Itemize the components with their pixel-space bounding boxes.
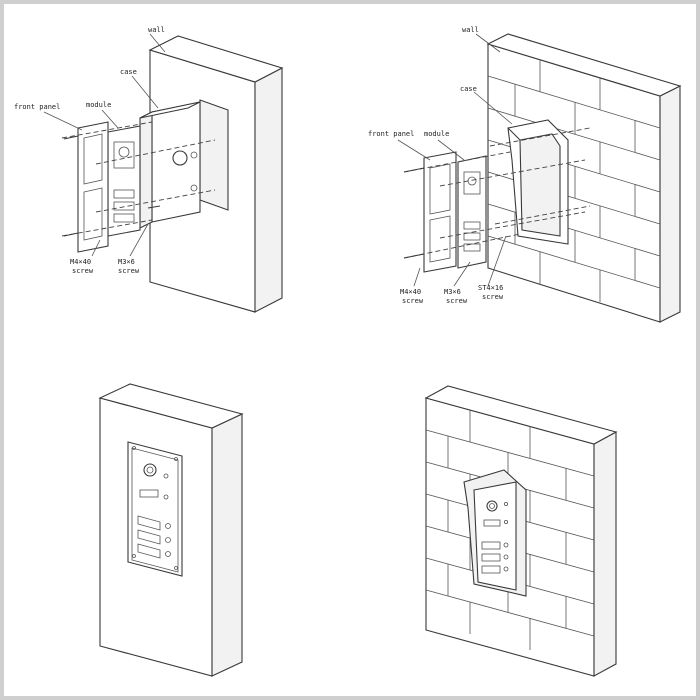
bl-wall-side — [211, 413, 243, 677]
tl-module — [107, 125, 141, 237]
tl-wall-side — [254, 67, 283, 313]
tl-label-screw-a: screw — [72, 267, 94, 275]
tr-label-front-panel: front panel — [368, 130, 414, 138]
tr-label-screw-c-size: ST4×16 — [478, 284, 503, 292]
tl-label-screw-b-size: M3×6 — [118, 258, 135, 266]
tr-label-wall: wall — [462, 26, 479, 34]
br-intercom-panel — [473, 481, 517, 591]
tr-label-screw-b: screw — [446, 297, 468, 305]
surface-mount-exploded-view — [360, 20, 685, 323]
tl-label-wall: wall — [148, 26, 165, 34]
bl-wall-top — [98, 383, 244, 429]
tl-label-case: case — [120, 68, 137, 76]
tl-label-front-panel: front panel — [14, 103, 60, 111]
tr-label-screw-a-size: M4×40 — [400, 288, 421, 296]
flush-mount-installed-view — [92, 378, 250, 678]
tl-wall-top — [148, 35, 284, 83]
tr-label-module: module — [424, 130, 449, 138]
bl-camera-icon — [143, 463, 157, 477]
tr-label-screw-b-size: M3×6 — [444, 288, 461, 296]
tr-label-screw-c: screw — [482, 293, 504, 301]
br-brick-wall-side — [593, 431, 617, 677]
tl-label-screw-b: screw — [118, 267, 140, 275]
tl-front-panel — [77, 121, 109, 253]
tl-label-module: module — [86, 101, 111, 109]
flush-mount-exploded-view — [12, 20, 287, 318]
tr-brick-wall-top — [486, 33, 682, 97]
br-brick-wall-top — [424, 385, 618, 445]
surface-mount-installed-view — [420, 382, 620, 678]
tr-brick-wall-side — [659, 85, 681, 323]
tr-label-screw-a: screw — [402, 297, 424, 305]
tr-label-case: case — [460, 85, 477, 93]
tl-case — [151, 101, 201, 223]
br-camera-icon — [486, 500, 498, 512]
tl-label-screw-a-size: M4×40 — [70, 258, 91, 266]
bl-intercom-panel — [127, 441, 183, 577]
